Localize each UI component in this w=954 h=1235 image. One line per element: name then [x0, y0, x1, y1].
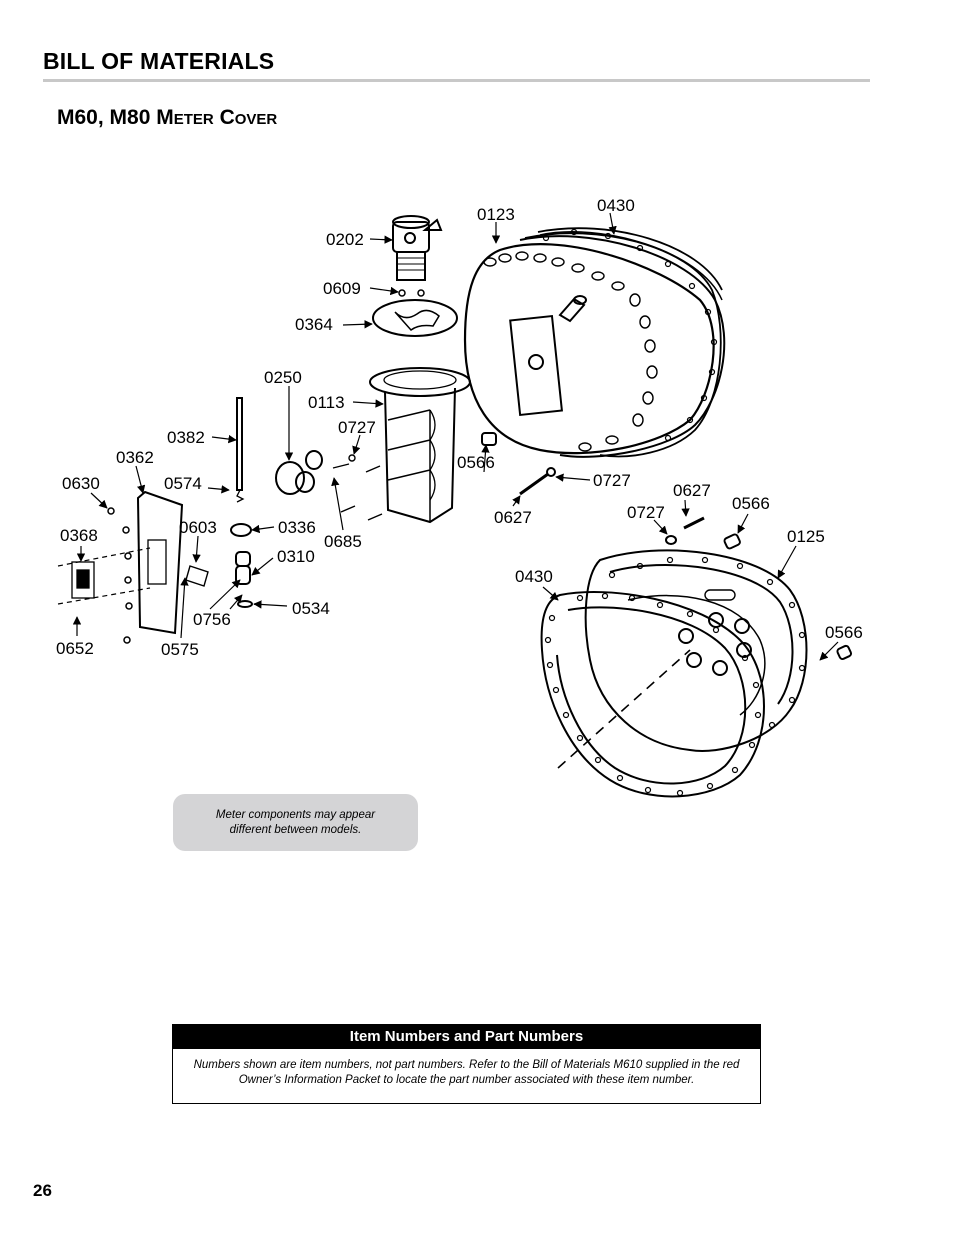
page-subtitle: M60, M80 Meter Cover	[57, 106, 277, 130]
models-note-line-1: Meter components may appear	[215, 808, 376, 821]
page-number: 26	[33, 1181, 52, 1200]
small-screws	[107, 507, 133, 644]
callout-0113: 0113	[308, 393, 345, 412]
callout-0250: 0250	[264, 368, 302, 387]
callout-0630: 0630	[62, 474, 100, 493]
info-box-heading: Item Numbers and Part Numbers	[173, 1025, 760, 1049]
callout-0627-b: 0627	[673, 481, 711, 500]
callout-0382: 0382	[167, 428, 205, 447]
callout-0368: 0368	[60, 526, 98, 545]
callout-0727-c: 0727	[627, 503, 665, 522]
callout-0534: 0534	[292, 599, 330, 618]
models-note-line-2: different between models.	[229, 823, 362, 836]
callout-0202: 0202	[326, 230, 364, 249]
callout-0566-a: 0566	[457, 453, 495, 472]
section-title: BILL OF MATERIALS	[43, 48, 275, 74]
subtitle-word-cover: Cover	[219, 106, 278, 129]
callout-0756: 0756	[193, 610, 231, 629]
drive-housing-part	[369, 367, 471, 524]
callout-0609: 0609	[323, 279, 361, 298]
models-note: Meter components may appear different be…	[173, 794, 418, 851]
meter-ring-part	[584, 549, 808, 752]
callout-0727-b: 0727	[593, 471, 631, 490]
callout-0125: 0125	[787, 527, 825, 546]
callout-0364: 0364	[295, 315, 333, 334]
callout-0336: 0336	[278, 518, 316, 537]
callout-0566-b: 0566	[732, 494, 770, 513]
callout-0566-c: 0566	[825, 623, 863, 642]
callout-0362: 0362	[116, 448, 154, 467]
label-plate-part	[71, 561, 95, 599]
info-box-body: Numbers shown are item numbers, not part…	[193, 1059, 740, 1086]
mounting-bracket-part	[136, 490, 184, 635]
callout-0430-top: 0430	[597, 196, 635, 215]
register-part	[392, 215, 443, 281]
gear-part	[275, 450, 323, 495]
callout-0727-a: 0727	[338, 418, 376, 437]
title-divider	[43, 79, 870, 82]
callout-0123: 0123	[477, 205, 515, 224]
register-plate-part	[372, 299, 458, 337]
subtitle-word-meter: Meter	[156, 106, 214, 129]
callout-0430-bottom: 0430	[515, 567, 553, 586]
callout-0627-a: 0627	[494, 508, 532, 527]
callout-0310: 0310	[277, 547, 315, 566]
meter-cover-part	[463, 231, 726, 458]
item-numbers-info-box: Item Numbers and Part Numbers Numbers sh…	[172, 1024, 761, 1104]
callout-0603: 0603	[179, 518, 217, 537]
screws-0609	[398, 289, 425, 297]
gasket-part-bottom	[540, 591, 765, 798]
callout-0575: 0575	[161, 640, 199, 659]
callout-0652: 0652	[56, 639, 94, 658]
callout-0574: 0574	[164, 474, 202, 493]
callout-0685: 0685	[324, 532, 362, 551]
drive-shaft-part	[236, 397, 245, 503]
subtitle-models: M60, M80	[57, 106, 151, 129]
gasket-part-top	[524, 227, 723, 458]
